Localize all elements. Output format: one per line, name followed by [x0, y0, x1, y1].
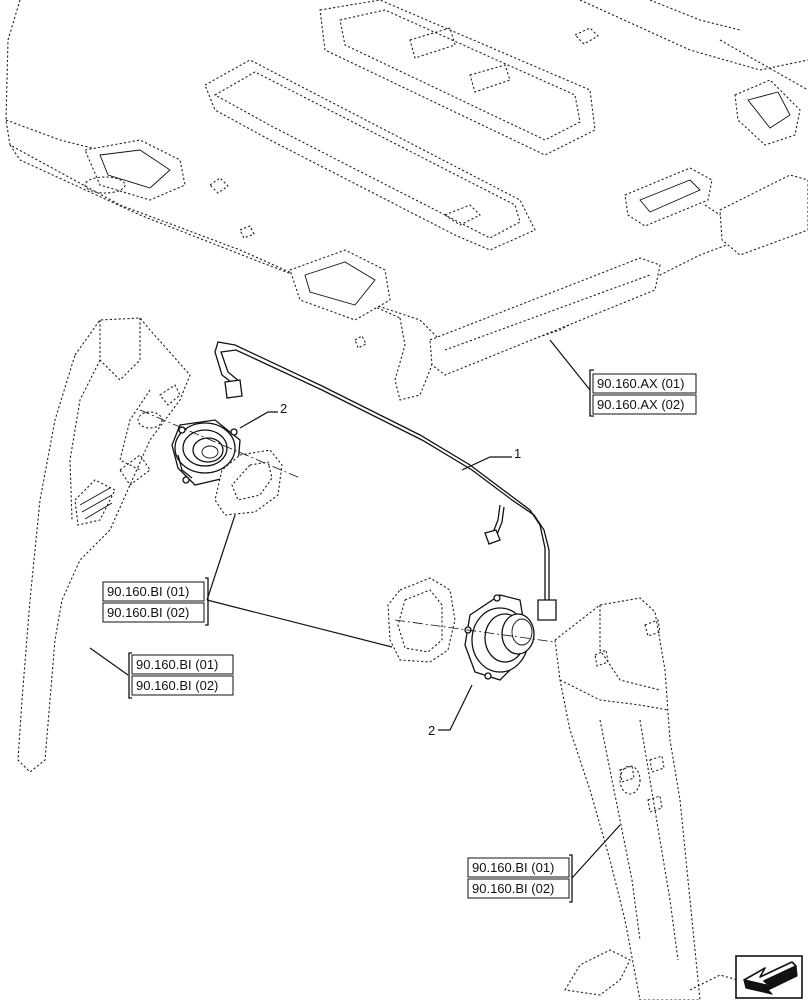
left-pillar-reference-group: 90.160.BI (01) 90.160.BI (02) [128, 652, 234, 699]
assembly-axis-lines [139, 409, 556, 643]
ref-box-left-pillar-1[interactable] [131, 654, 234, 675]
previous-page-arrow-icon[interactable] [735, 955, 803, 999]
ref-right-pillar-1[interactable]: 90.160.BI (01) [472, 860, 554, 875]
ref-box-roof-2[interactable] [592, 394, 697, 415]
speaker-trim-reference-group: 90.160.BI (01) 90.160.BI (02) [102, 577, 209, 626]
ref-roof-2[interactable]: 90.160.AX (02) [597, 397, 684, 412]
callout-2-left-speaker: 2 [280, 401, 287, 416]
wiring-harness [214, 341, 557, 621]
callout-2-right-speaker: 2 [428, 723, 435, 738]
right-pillar-trim [554, 597, 746, 1000]
leader-lines [89, 339, 621, 879]
ref-box-speaker-trim-2[interactable] [102, 602, 205, 623]
ref-left-pillar-1[interactable]: 90.160.BI (01) [136, 657, 218, 672]
right-pillar-reference-group: 90.160.BI (01) 90.160.BI (02) [467, 854, 573, 903]
left-speaker-grille [214, 449, 283, 516]
callout-numbers: 1 2 2 [280, 401, 521, 738]
ref-box-speaker-trim-1[interactable] [102, 581, 205, 602]
roof-reference-group: 90.160.AX (01) 90.160.AX (02) [589, 369, 697, 417]
ref-speaker-trim-2[interactable]: 90.160.BI (02) [107, 605, 189, 620]
ref-roof-1[interactable]: 90.160.AX (01) [597, 376, 684, 391]
ref-left-pillar-2[interactable]: 90.160.BI (02) [136, 678, 218, 693]
ref-speaker-trim-1[interactable]: 90.160.BI (01) [107, 584, 189, 599]
right-speaker [464, 594, 535, 681]
ref-box-right-pillar-1[interactable] [467, 857, 570, 878]
ref-box-roof-1[interactable] [592, 373, 697, 394]
ref-right-pillar-2[interactable]: 90.160.BI (02) [472, 881, 554, 896]
ref-box-left-pillar-2[interactable] [131, 675, 234, 696]
left-speaker [171, 419, 241, 486]
callout-1-harness: 1 [514, 446, 521, 461]
left-pillar-trim [17, 317, 191, 773]
ref-box-right-pillar-2[interactable] [467, 878, 570, 899]
right-speaker-grille [387, 577, 456, 663]
roof-headliner [5, 0, 808, 401]
